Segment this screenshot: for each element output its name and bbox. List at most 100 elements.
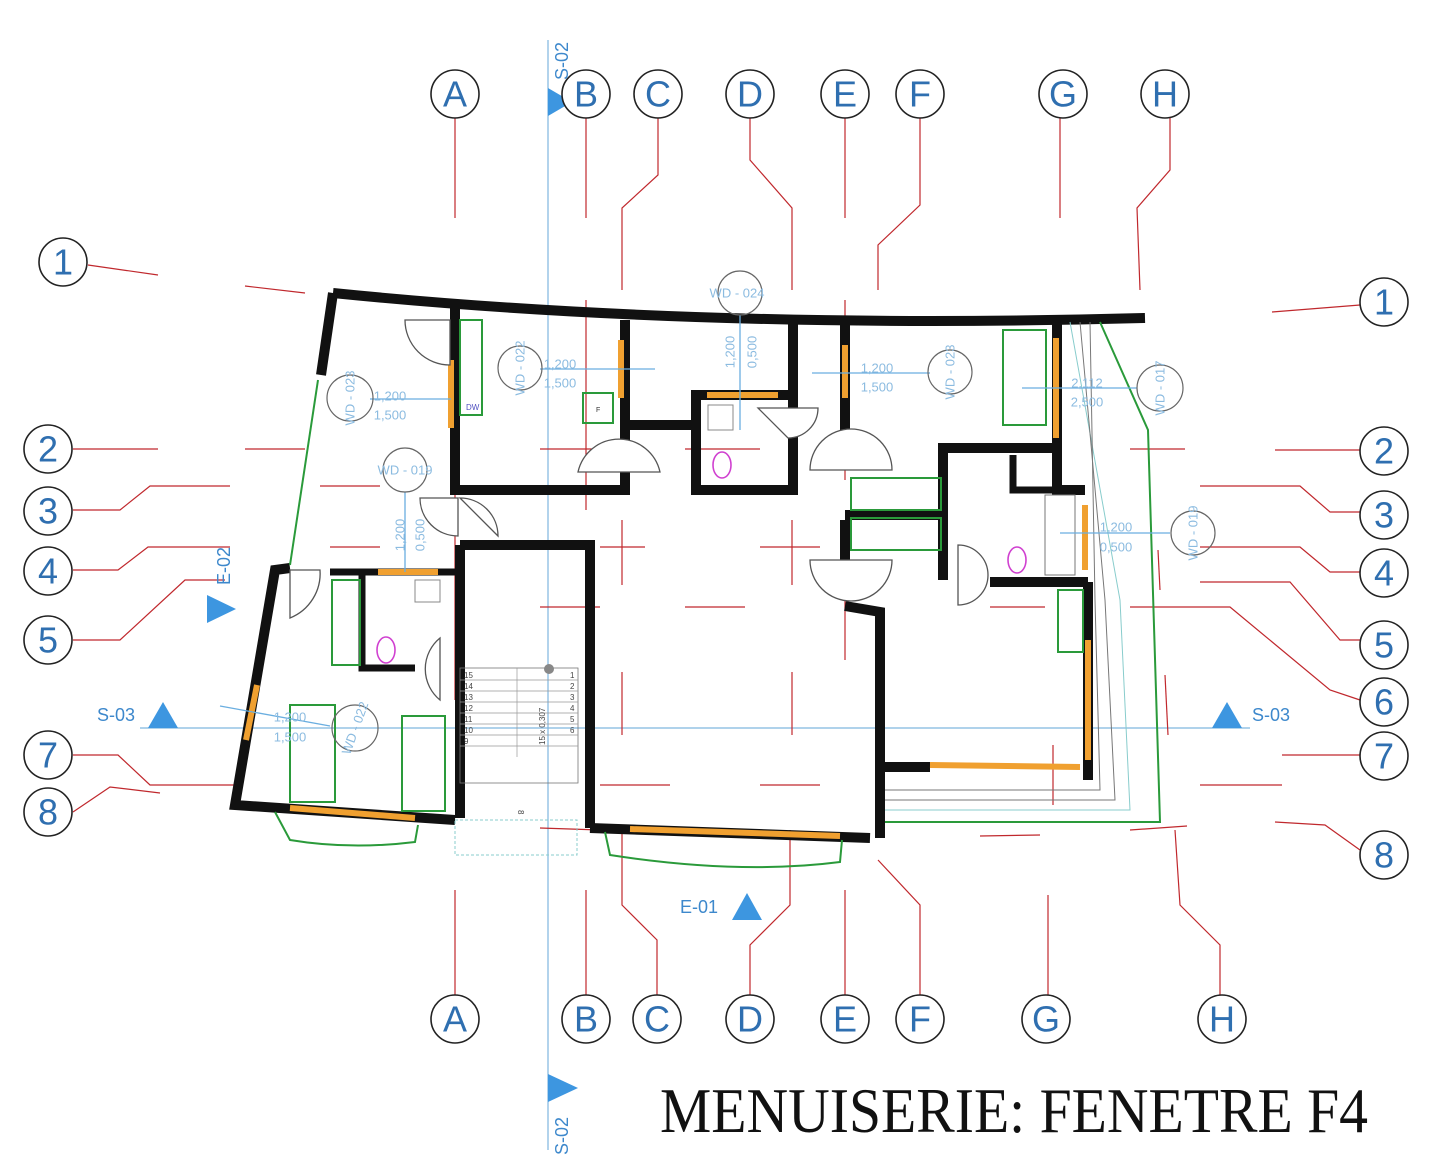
grid-row-bubble: 1 [1359, 277, 1409, 327]
svg-text:D: D [737, 74, 763, 115]
svg-text:1,200: 1,200 [274, 710, 307, 725]
grid-column-bubble: G [1038, 69, 1088, 119]
svg-text:S-02: S-02 [552, 1117, 572, 1155]
svg-text:2,112: 2,112 [1071, 376, 1103, 391]
svg-text:WD - 023: WD - 023 [943, 345, 958, 400]
grid-column-bubble: H [1140, 69, 1190, 119]
grid-column-bubble: E [820, 994, 870, 1044]
svg-text:1,500: 1,500 [274, 730, 307, 745]
svg-text:E-02: E-02 [214, 547, 234, 585]
grid-row-bubble: 8 [23, 787, 73, 837]
grid-column-bubble: E [820, 69, 870, 119]
sink [707, 404, 734, 431]
grid-row-bubble: 1 [38, 237, 88, 287]
grid-row-bubble: 6 [1359, 677, 1409, 727]
wardrobe [850, 517, 942, 551]
step-number: 4 [570, 704, 575, 713]
grid-bubbles-right: 1 2 3 4 5 6 7 8 [1359, 277, 1409, 880]
grid-row-bubble: 5 [23, 615, 73, 665]
svg-text:S-02: S-02 [552, 42, 572, 80]
svg-text:E: E [833, 999, 857, 1040]
step-number: 10 [464, 726, 473, 735]
grid-bubbles-top: A B C D E F G H [430, 69, 1190, 119]
svg-text:B: B [574, 74, 598, 115]
svg-text:8: 8 [38, 792, 58, 833]
entrance-step [454, 819, 578, 856]
step-number: 3 [570, 693, 575, 702]
dishwasher-label: DW [466, 403, 480, 412]
window-tag: WD - 019 1,200 0,500 [1060, 506, 1216, 561]
step-number: 6 [570, 726, 575, 735]
step-number: 1 [570, 671, 575, 680]
grid-bubbles-bottom: A B C D E F G H [430, 994, 1247, 1044]
svg-text:E-01: E-01 [680, 897, 718, 917]
svg-text:WD - 022: WD - 022 [513, 341, 528, 396]
svg-text:WD - 024: WD - 024 [710, 286, 765, 301]
step-number: 15 [464, 671, 473, 680]
svg-text:F: F [909, 999, 931, 1040]
svg-text:1,500: 1,500 [861, 380, 894, 395]
section-marker-s02-top: S-02 [548, 42, 572, 116]
doors [289, 319, 989, 702]
window-tag: WD - 022 1,200 1,500 [497, 341, 655, 396]
svg-text:1: 1 [53, 242, 73, 283]
grid-row-bubble: 2 [23, 424, 73, 474]
fridge [582, 392, 614, 424]
svg-text:0,500: 0,500 [1100, 540, 1133, 555]
svg-text:4: 4 [38, 551, 58, 592]
grid-row-bubble: 8 [1359, 830, 1409, 880]
svg-text:7: 7 [38, 735, 58, 776]
grid-column-bubble: C [633, 69, 683, 119]
svg-text:3: 3 [38, 491, 58, 532]
grid-column-bubble: F [895, 69, 945, 119]
grid-column-bubble: D [725, 69, 775, 119]
svg-text:1,500: 1,500 [374, 408, 407, 423]
svg-text:H: H [1152, 74, 1178, 115]
bed [1002, 329, 1047, 426]
window-tag: WD - 019 1,200 0,500 [378, 447, 432, 572]
svg-text:1,200: 1,200 [544, 357, 577, 372]
grid-column-bubble: D [725, 994, 775, 1044]
svg-text:1: 1 [1374, 282, 1394, 323]
window-tag: WD - 024 1,200 0,500 [710, 270, 765, 430]
step-number: 12 [464, 704, 473, 713]
wardrobe [331, 579, 361, 666]
grid-row-bubble: 3 [1359, 490, 1409, 540]
svg-text:WD - 019: WD - 019 [1186, 506, 1201, 561]
svg-text:C: C [644, 999, 670, 1040]
windows [243, 338, 1091, 839]
grid-row-bubble: 5 [1359, 620, 1409, 670]
wc-icon [1007, 546, 1027, 574]
staircase: 15 14 13 12 11 10 9 1 2 3 4 5 6 8 15 x 0… [454, 664, 579, 856]
elevation-marker-e01: E-01 [680, 893, 762, 920]
svg-text:A: A [443, 999, 467, 1040]
step-number: 11 [464, 715, 473, 724]
svg-text:S-03: S-03 [97, 705, 135, 725]
grid-row-bubble: 7 [23, 730, 73, 780]
glazing-and-terrace [274, 321, 1162, 869]
wardrobe [1057, 589, 1084, 653]
svg-text:F: F [909, 74, 931, 115]
sink [414, 579, 441, 603]
grid-row-bubble: 3 [23, 486, 73, 536]
grid-row-bubble: 4 [23, 546, 73, 596]
svg-text:D: D [737, 999, 763, 1040]
step-number: 2 [570, 682, 575, 691]
wc-icon [712, 451, 732, 479]
wardrobe [850, 477, 942, 511]
svg-text:1,200: 1,200 [1100, 520, 1133, 535]
section-axes [140, 40, 1250, 1150]
grid-column-bubble: B [561, 994, 611, 1044]
svg-text:6: 6 [1374, 682, 1394, 723]
section-markers: S-02 S-02 S-03 S-03 E-01 E-02 [97, 42, 1290, 1155]
svg-text:1,200: 1,200 [723, 336, 738, 369]
svg-text:H: H [1209, 999, 1235, 1040]
window-tag: WD - 023 1,200 1,500 [812, 345, 973, 400]
grid-column-bubble: A [430, 69, 480, 119]
window-tag: WD - 023 1,200 1,500 [326, 371, 451, 425]
svg-text:8: 8 [1374, 835, 1394, 876]
elevation-marker-e02: E-02 [207, 547, 236, 623]
step-number: 14 [464, 682, 473, 691]
grid-column-bubble: G [1021, 994, 1071, 1044]
